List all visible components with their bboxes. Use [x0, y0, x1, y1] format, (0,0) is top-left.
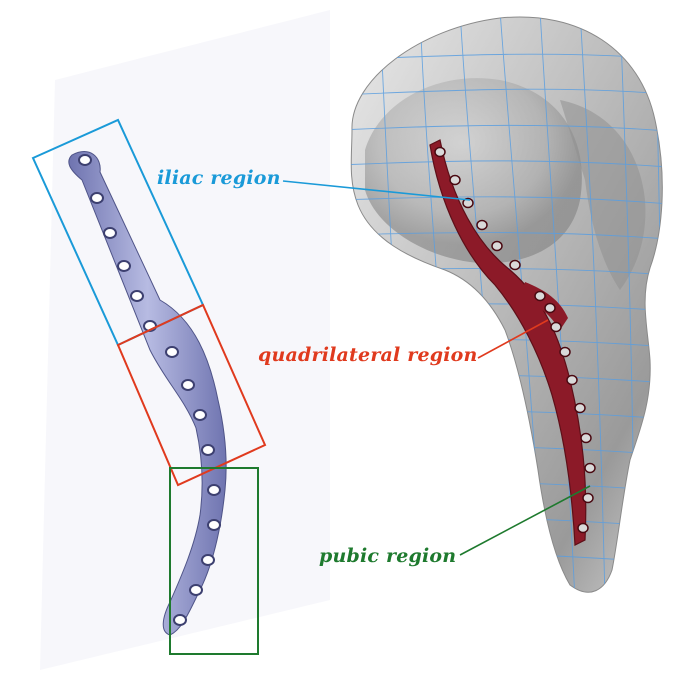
iliac-region-label: iliac region: [157, 167, 281, 189]
iliac-crest-shadow: [560, 100, 646, 290]
quadrilateral-region-box: [116, 303, 267, 487]
pelvis-model: [350, 16, 663, 593]
pubic-leader-line: [459, 485, 591, 556]
iliac-leader-line: [282, 180, 471, 201]
mounted-plate: [429, 139, 596, 546]
iliac-fossa-shading: [365, 78, 582, 264]
quadrilateral-region-label: quadrilateral region: [258, 344, 478, 366]
flat-plate: [68, 150, 227, 636]
pubic-region-box: [169, 467, 259, 655]
pubic-region-label: pubic region: [319, 545, 457, 567]
quadrilateral-leader-line: [477, 319, 549, 359]
